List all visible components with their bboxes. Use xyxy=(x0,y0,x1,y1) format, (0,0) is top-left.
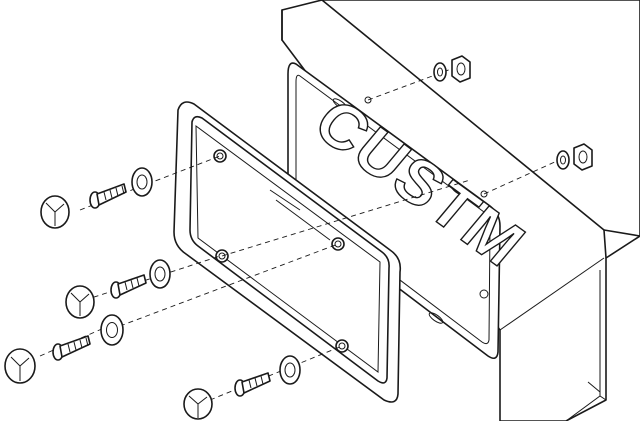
washer xyxy=(100,314,124,346)
washer xyxy=(131,167,153,197)
frame-hole-top-right xyxy=(331,237,345,251)
cap xyxy=(4,348,36,384)
plate-frame xyxy=(173,101,402,403)
frame-hole-bottom-right xyxy=(335,339,349,353)
screw xyxy=(234,372,271,397)
cap xyxy=(183,388,213,420)
washer xyxy=(279,355,301,385)
screw xyxy=(89,183,127,209)
screw xyxy=(52,335,91,361)
frame-hole-top-left xyxy=(213,149,227,163)
screw xyxy=(110,274,147,299)
frame-hole-bottom-left xyxy=(215,249,229,263)
nut-top xyxy=(433,55,471,83)
cap xyxy=(65,285,95,319)
nut-bottom xyxy=(556,143,593,171)
washer xyxy=(149,259,171,289)
cap xyxy=(40,195,70,229)
